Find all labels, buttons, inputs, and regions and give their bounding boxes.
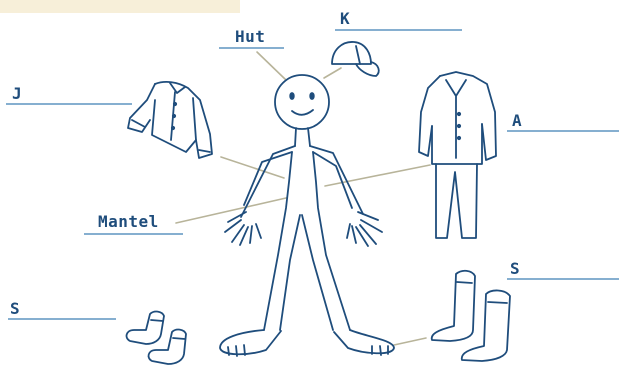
- pointer-boots: [394, 338, 426, 345]
- socks-drawing: [127, 312, 186, 364]
- head: [275, 75, 329, 129]
- boots-drawing: [432, 271, 510, 361]
- pointer-mantel: [176, 198, 286, 223]
- cap-drawing: [332, 42, 379, 76]
- label-j: J: [12, 86, 22, 102]
- label-hut: Hut: [235, 29, 265, 45]
- pointer-hut: [257, 52, 286, 80]
- label-s-socks: S: [10, 301, 20, 317]
- stick-figure: [220, 75, 394, 356]
- coat-drawing: [419, 72, 496, 238]
- label-a: A: [512, 113, 522, 129]
- label-s-boots: S: [510, 261, 520, 277]
- label-mantel: Mantel: [98, 214, 159, 230]
- pointer-j: [221, 157, 284, 178]
- jacket-drawing: [128, 82, 212, 158]
- label-k: K: [340, 11, 350, 27]
- pointer-k: [324, 68, 341, 78]
